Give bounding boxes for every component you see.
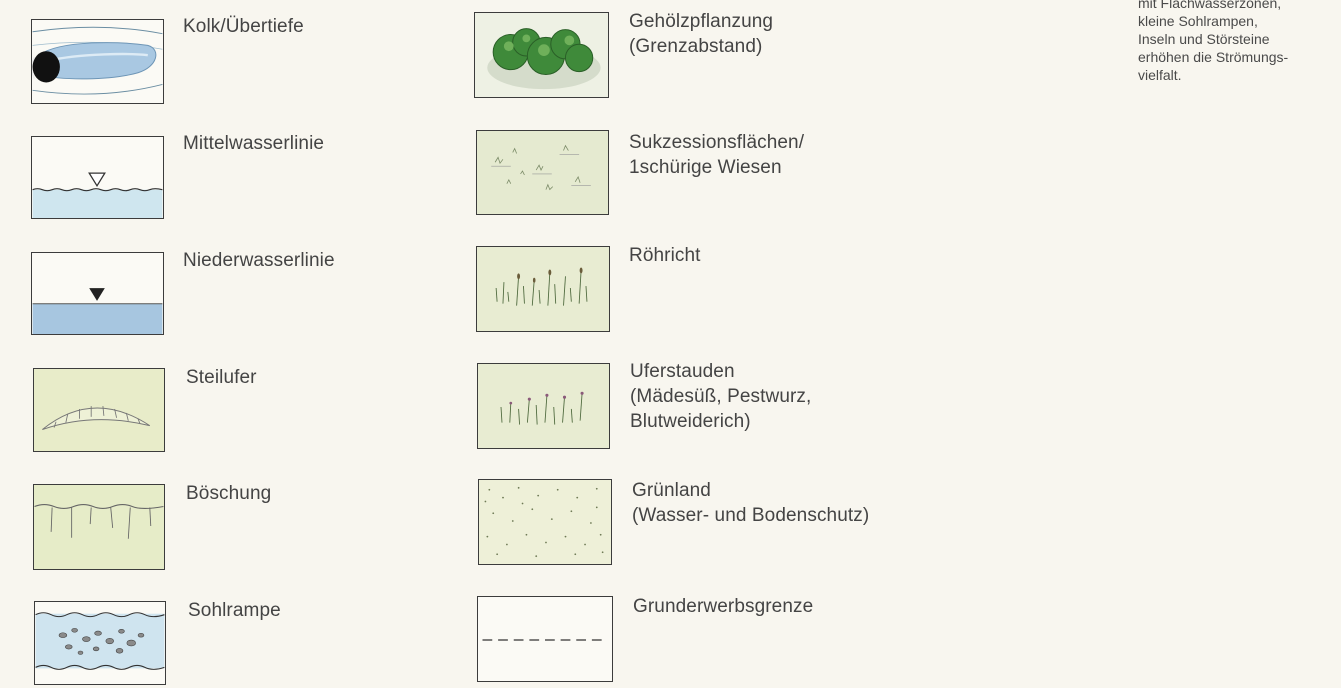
legend-label-gruenland: Grünland (Wasser- und Bodenschutz) [632,478,869,528]
boeschung-icon [33,484,165,570]
legend-label-boeschung: Böschung [186,481,271,506]
steilufer-icon [33,368,165,452]
gruenland-icon [478,479,612,565]
legend-label-roehricht: Röhricht [629,243,701,268]
legend-label-grunderwerbsgrenze: Grunderwerbsgrenze [633,594,813,619]
kolk-uebertiefe-icon [31,19,164,104]
niederwasserlinie-icon [31,252,164,335]
legend-label-steilufer: Steilufer [186,365,257,390]
legend-label-sohlrampe: Sohlrampe [188,598,281,623]
legend-label-mittelwasserlinie: Mittelwasserlinie [183,131,324,156]
legend-label-sukzessionsflaechen: Sukzessionsflächen/ 1schürige Wiesen [629,130,804,180]
mittelwasserlinie-icon [31,136,164,219]
legend-label-niederwasserlinie: Niederwasserlinie [183,248,335,273]
uferstauden-icon [477,363,610,449]
gehoelzpflanzung-icon [474,12,609,98]
grunderwerbsgrenze-icon [477,596,613,682]
legend-label-uferstauden: Uferstauden (Mädesüß, Pestwurz, Blutweid… [630,359,811,434]
legend-label-kolk: Kolk/Übertiefe [183,14,304,39]
roehricht-icon [476,246,610,332]
side-note: mit Flachwasserzonen, kleine Sohlrampen,… [1138,0,1341,84]
sohlrampe-icon [34,601,166,685]
legend-label-gehoelzpflanzung: Gehölzpflanzung (Grenzabstand) [629,9,773,59]
sukzessionsflaechen-icon [476,130,609,215]
